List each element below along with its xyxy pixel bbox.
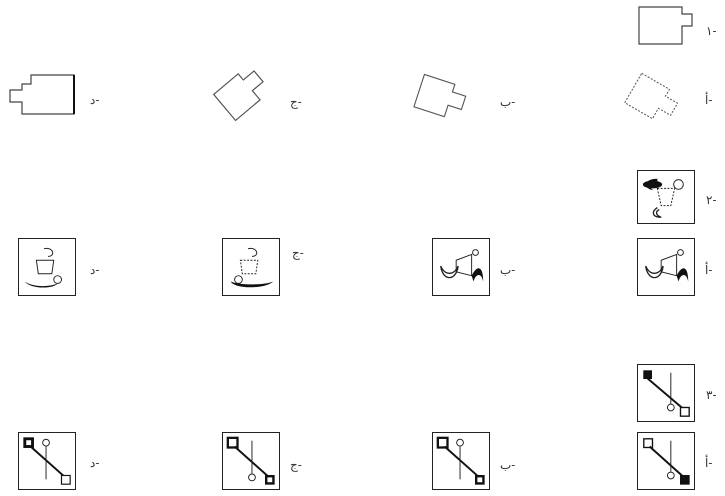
question-3-stem-figure (637, 364, 695, 422)
question-3-option-a-label[interactable]: -أ (705, 456, 712, 470)
question-1-option-a-figure[interactable] (618, 72, 690, 128)
question-3-option-c-figure[interactable] (222, 432, 280, 490)
question-3-option-c-label[interactable]: -ج (290, 458, 302, 472)
question-1-option-c-label[interactable]: -ج (290, 95, 302, 109)
question-1-number: -١ (706, 24, 717, 38)
question-2-option-a-figure[interactable] (637, 238, 695, 296)
question-2-option-a-label[interactable]: -أ (705, 263, 712, 277)
question-2-option-b-label[interactable]: -ب (500, 263, 515, 277)
question-2-option-d-figure[interactable] (18, 238, 76, 296)
question-1-option-b-figure[interactable] (402, 70, 482, 126)
question-1-option-b-label[interactable]: -ب (500, 95, 515, 109)
question-3-option-a-figure[interactable] (637, 432, 695, 490)
question-3-number: -٣ (706, 388, 717, 402)
question-2-stem-figure (637, 170, 695, 224)
question-3-option-b-figure[interactable] (432, 432, 490, 490)
question-1-stem-figure (636, 4, 696, 46)
question-1-option-c-figure[interactable] (206, 58, 280, 126)
question-2-number: -٢ (706, 193, 717, 207)
question-3-option-b-label[interactable]: -ب (500, 458, 515, 472)
question-2-option-c-label[interactable]: -ج (292, 246, 304, 260)
question-3-option-d-label[interactable]: -د (90, 456, 99, 470)
question-1-option-d-figure[interactable] (6, 72, 78, 118)
question-2-option-d-label[interactable]: -د (90, 263, 99, 277)
question-2-option-b-figure[interactable] (432, 238, 490, 296)
question-1-option-a-label[interactable]: -أ (705, 93, 712, 107)
question-3-option-d-figure[interactable] (18, 432, 76, 490)
question-2-option-c-figure[interactable] (222, 238, 280, 296)
question-1-option-d-label[interactable]: -د (90, 93, 99, 107)
